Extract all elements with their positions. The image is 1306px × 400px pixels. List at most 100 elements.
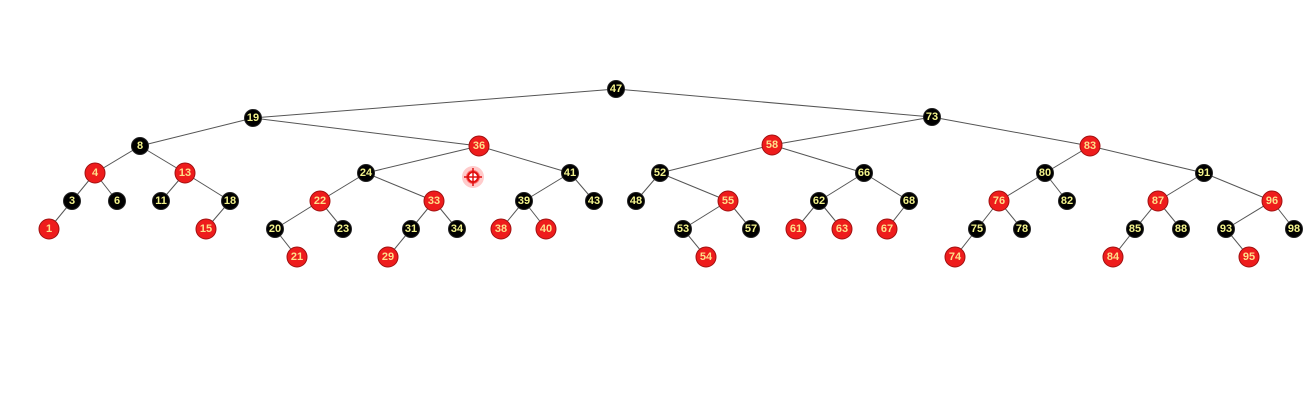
tree-node-82: 82 <box>1058 192 1076 210</box>
node-label: 6 <box>114 195 120 207</box>
tree-node-84: 84 <box>1102 246 1124 268</box>
node-circle <box>923 108 941 126</box>
node-circle <box>195 218 217 240</box>
node-label: 66 <box>858 167 870 179</box>
tree-node-66: 66 <box>855 164 873 182</box>
node-circle <box>1058 192 1076 210</box>
node-circle <box>855 164 873 182</box>
tree-node-52: 52 <box>651 164 669 182</box>
node-label: 57 <box>745 223 757 235</box>
node-circle <box>357 164 375 182</box>
tree-node-48: 48 <box>627 192 645 210</box>
tree-edge-83-91 <box>1089 145 1205 174</box>
tree-node-74: 74 <box>944 246 966 268</box>
node-label: 19 <box>247 112 259 124</box>
node-label: 15 <box>200 223 212 235</box>
node-circle <box>1172 220 1190 238</box>
tree-node-83: 83 <box>1079 135 1101 157</box>
node-label: 52 <box>654 167 666 179</box>
node-label: 82 <box>1061 195 1073 207</box>
tree-node-73: 73 <box>923 108 941 126</box>
tree-edge-47-73 <box>615 88 933 118</box>
node-circle <box>377 246 399 268</box>
node-label: 84 <box>1107 251 1120 263</box>
node-circle <box>448 220 466 238</box>
node-circle <box>535 218 557 240</box>
node-circle <box>152 192 170 210</box>
tree-node-8: 8 <box>131 137 149 155</box>
node-label: 85 <box>1129 223 1141 235</box>
node-label: 87 <box>1152 195 1164 207</box>
node-label: 36 <box>473 140 485 152</box>
node-circle <box>761 134 783 156</box>
node-circle <box>695 246 717 268</box>
tree-edges <box>48 88 1295 258</box>
node-circle <box>1238 246 1260 268</box>
node-label: 8 <box>137 140 143 152</box>
tree-node-33: 33 <box>423 190 445 212</box>
tree-edge-36-24 <box>365 145 480 174</box>
tree-node-61: 61 <box>785 218 807 240</box>
node-circle <box>490 218 512 240</box>
node-circle <box>785 218 807 240</box>
node-label: 54 <box>700 251 713 263</box>
tree-node-47: 47 <box>607 80 625 98</box>
node-label: 63 <box>836 223 848 235</box>
node-circle <box>1102 246 1124 268</box>
tree-node-38: 38 <box>490 218 512 240</box>
node-label: 29 <box>382 251 394 263</box>
tree-node-88: 88 <box>1172 220 1190 238</box>
tree-node-19: 19 <box>244 109 262 127</box>
node-circle <box>627 192 645 210</box>
tree-node-18: 18 <box>221 192 239 210</box>
tree-node-29: 29 <box>377 246 399 268</box>
node-circle <box>63 192 81 210</box>
node-circle <box>968 220 986 238</box>
node-circle <box>561 164 579 182</box>
tree-node-78: 78 <box>1013 220 1031 238</box>
tree-node-1: 1 <box>38 218 60 240</box>
node-label: 41 <box>564 167 576 179</box>
node-circle <box>944 246 966 268</box>
node-circle <box>717 190 739 212</box>
node-label: 38 <box>495 223 507 235</box>
node-circle <box>651 164 669 182</box>
node-circle <box>988 190 1010 212</box>
node-circle <box>266 220 284 238</box>
tree-node-43: 43 <box>585 192 603 210</box>
node-label: 1 <box>46 223 52 235</box>
tree-edge-58-52 <box>659 144 773 174</box>
tree-node-39: 39 <box>515 192 533 210</box>
node-circle <box>742 220 760 238</box>
node-circle <box>1079 135 1101 157</box>
node-circle <box>810 192 828 210</box>
tree-node-15: 15 <box>195 218 217 240</box>
node-label: 83 <box>1084 140 1096 152</box>
node-label: 78 <box>1016 223 1028 235</box>
node-circle <box>334 220 352 238</box>
node-label: 4 <box>92 167 99 179</box>
tree-node-58: 58 <box>761 134 783 156</box>
tree-node-31: 31 <box>402 220 420 238</box>
node-circle <box>174 162 196 184</box>
tree-edge-24-33 <box>365 172 435 202</box>
tree-node-75: 75 <box>968 220 986 238</box>
node-label: 73 <box>926 111 938 123</box>
node-label: 13 <box>179 167 191 179</box>
tree-node-22: 22 <box>309 190 331 212</box>
node-circle <box>221 192 239 210</box>
tree-node-76: 76 <box>988 190 1010 212</box>
tree-node-24: 24 <box>357 164 375 182</box>
node-circle <box>876 218 898 240</box>
node-circle <box>402 220 420 238</box>
tree-node-36: 36 <box>468 135 490 157</box>
node-circle <box>1013 220 1031 238</box>
tree-edge-47-19 <box>252 88 617 119</box>
tree-node-21: 21 <box>286 246 308 268</box>
node-label: 47 <box>610 83 622 95</box>
node-label: 61 <box>790 223 802 235</box>
node-label: 62 <box>813 195 825 207</box>
tree-node-13: 13 <box>174 162 196 184</box>
tree-node-23: 23 <box>334 220 352 238</box>
